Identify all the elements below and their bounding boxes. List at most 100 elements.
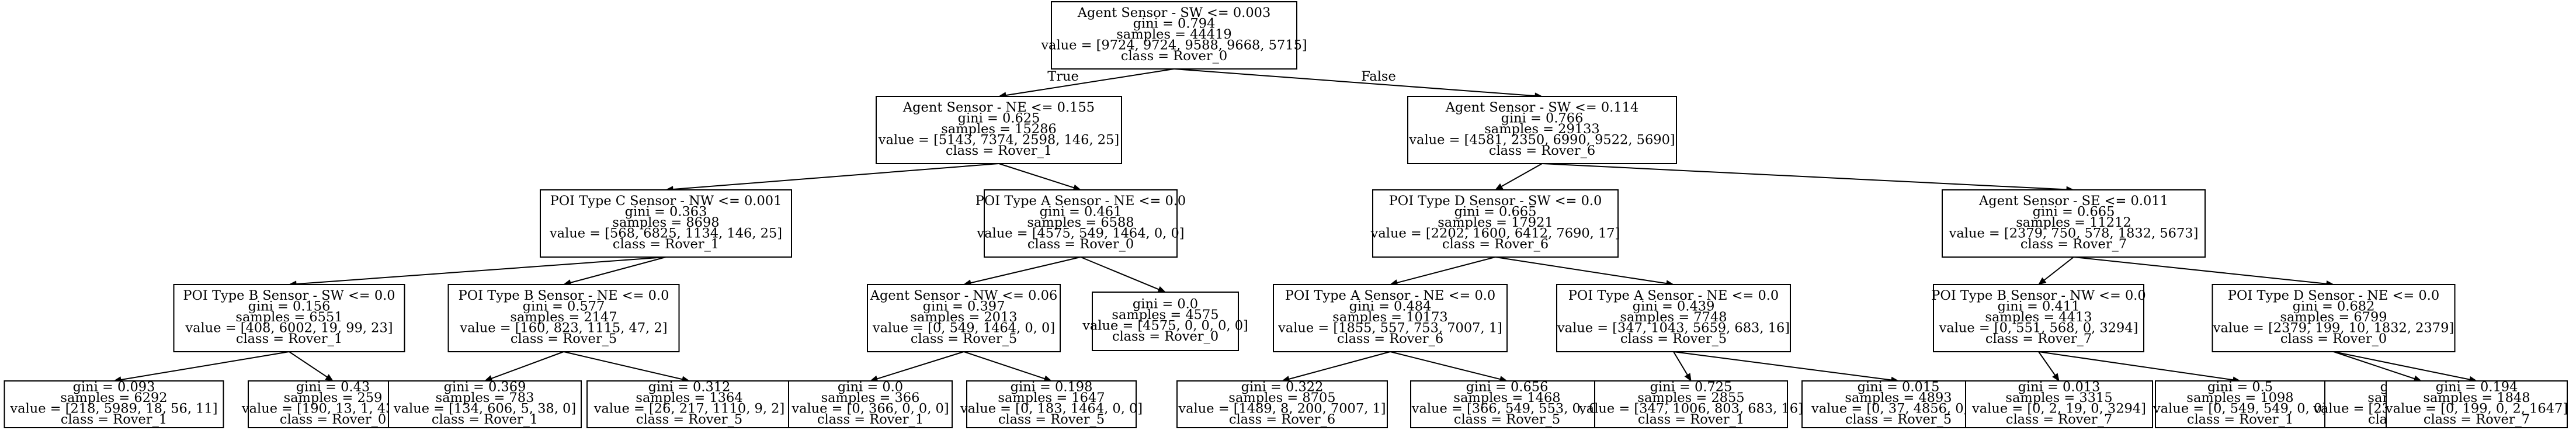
- tree-edge-arrowhead: [1494, 183, 1504, 190]
- tree-edge: [491, 351, 564, 379]
- tree-node-line: class = Rover_5: [636, 412, 742, 427]
- tree-node-line: class = Rover_0: [280, 412, 386, 427]
- tree-node-line: samples = 6292: [60, 390, 167, 405]
- tree-node-line: class = Rover_1: [613, 237, 719, 252]
- tree-edge: [296, 256, 666, 285]
- tree-node-line: samples = 2147: [510, 310, 617, 325]
- tree-node-line: gini = 0.198: [1011, 380, 1093, 395]
- tree-node-line: gini = 0.194: [2436, 380, 2518, 395]
- tree-node-line: gini = 0.363: [625, 204, 707, 219]
- tree-node-line: value = [26, 217, 1110, 9, 2]: [593, 401, 785, 417]
- tree-node-line: gini = 0.725: [1650, 380, 1733, 395]
- tree-node-line: class = Rover_1: [236, 331, 342, 346]
- tree-node-line: class = Rover_1: [817, 412, 924, 427]
- tree-node-line: gini = 0.665: [1454, 204, 1537, 219]
- tree-node-line: samples = 4575: [1112, 307, 1218, 322]
- tree-edge: [2333, 351, 2415, 380]
- tree-edge: [2333, 351, 2470, 380]
- tree-edge: [2038, 351, 2056, 376]
- tree-node-line: class = Rover_0: [1112, 329, 1218, 344]
- tree-edge: [1542, 163, 2067, 190]
- tree-node-line: gini = 0.484: [1349, 299, 1432, 314]
- tree-node-box: [2386, 380, 2568, 428]
- tree-node-line: class = Rover_5: [511, 331, 617, 346]
- tree-node-box: [173, 284, 405, 352]
- tree-node-line: POI Type B Sensor - NW <= 0.0: [1931, 288, 2145, 303]
- tree-node-line: POI Type D Sensor - SW <= 0.0: [1389, 193, 1602, 209]
- tree-node-line: samples = 6588: [1027, 215, 1134, 230]
- tree-node-line: gini = 0.766: [1501, 110, 1584, 126]
- tree-node-line: value = [0, 551, 568, 0, 3294]: [1939, 320, 2138, 335]
- tree-node-line: class = Rover_1: [946, 143, 1052, 158]
- tree-node-line: gini = 0.43: [296, 380, 370, 395]
- tree-node-line: samples = 8705: [1228, 390, 1335, 405]
- tree-node-line: value = [1855, 557, 753, 7007, 1]: [1277, 320, 1502, 335]
- tree-node-line: samples = 1098: [2186, 390, 2293, 405]
- tree-node-line: Agent Sensor - SW <= 0.114: [1445, 100, 1639, 115]
- tree-node-box: [984, 189, 1178, 258]
- tree-node-box: [1176, 380, 1388, 428]
- tree-node-line: class = Rover_6: [1442, 237, 1549, 252]
- tree-node-line: value = [0, 183, 1464, 0, 0]: [960, 401, 1143, 417]
- tree-edge-arrowhead: [2037, 277, 2047, 285]
- tree-node-line: gini = 0.682: [2293, 299, 2375, 314]
- tree-node-box: [2155, 380, 2325, 428]
- tree-node-line: value = [0, 37, 4856, 0, 0]: [1811, 401, 1985, 417]
- tree-node-line: samples = 1848: [2423, 390, 2530, 405]
- tree-node-line: gini = 0.397: [923, 299, 1005, 314]
- tree-node-line: value = [0, 2, 19, 0, 3294]: [1971, 401, 2146, 417]
- tree-node-line: gini = 0.013: [2018, 380, 2101, 395]
- tree-node-box: [1092, 292, 1239, 351]
- tree-node-box: [867, 284, 1061, 352]
- tree-node-line: gini = 0.322: [1241, 380, 1324, 395]
- tree-edge: [672, 163, 999, 190]
- tree-node-line: class = Rover_6: [1489, 143, 1595, 158]
- tree-node-line: samples = 2013: [910, 310, 1017, 325]
- tree-edge: [963, 351, 1045, 380]
- tree-node-line: gini = 0.0: [838, 380, 903, 395]
- tree-node-line: value = [1489, 8, 200, 7007, 1]: [1178, 401, 1386, 417]
- tree-node-line: value = [347, 1043, 5659, 683, 16]: [1557, 320, 1790, 335]
- tree-node-line: POI Type B Sensor - NE <= 0.0: [459, 288, 669, 303]
- tree-edge-arrowhead: [1684, 373, 1692, 382]
- tree-node-box: [1410, 380, 1604, 428]
- tree-node-line: class = Rover_7: [1985, 331, 2092, 346]
- tree-node-line: samples = 2855: [1637, 390, 1744, 405]
- tree-node-line: class = Rover_6: [1337, 331, 1443, 346]
- tree-edge: [570, 256, 666, 283]
- tree-node-line: value = [568, 6825, 1134, 146, 25]: [549, 226, 782, 241]
- root-true-edge-label: True: [1047, 69, 1079, 84]
- tree-node-line: value = [9724, 9724, 9588, 9668, 5715]: [1040, 37, 1307, 53]
- tree-node-line: gini = 0.015: [1858, 380, 1940, 395]
- tree-node-line: class = Rover_5: [1845, 412, 1952, 427]
- tree-node-box: [2212, 284, 2456, 352]
- tree-node-box: [1273, 284, 1508, 352]
- tree-node-line: samples = 259: [284, 390, 383, 405]
- tree-node-line: value = [2379, 750, 578, 1832, 5673]: [1949, 226, 2199, 241]
- tree-node-line: class = Rover_0: [1121, 48, 1227, 64]
- tree-node-line: value = [4575, 0, 0, 0, 0]: [1082, 318, 1248, 334]
- tree-node-line: samples = 366: [821, 390, 920, 405]
- tree-node-line: POI Type A Sensor - NE <= 0.0: [1568, 288, 1779, 303]
- tree-edge-arrowhead: [325, 374, 334, 382]
- tree-node-line: gini = 0.794: [1133, 16, 1216, 31]
- tree-node-line: value = [0, 199, 0, 2, 1647]: [2385, 401, 2568, 417]
- tree-node-line: value = [0, 366, 0, 0, 0]: [791, 401, 949, 417]
- tree-node-line: Agent Sensor - SE <= 0.011: [1978, 193, 2168, 209]
- tree-node-line: POI Type A Sensor - NE <= 0.0: [1285, 288, 1496, 303]
- tree-node-line: value = [0, 549, 549, 0, 0]: [2153, 401, 2327, 417]
- tree-node-box: [4, 380, 224, 428]
